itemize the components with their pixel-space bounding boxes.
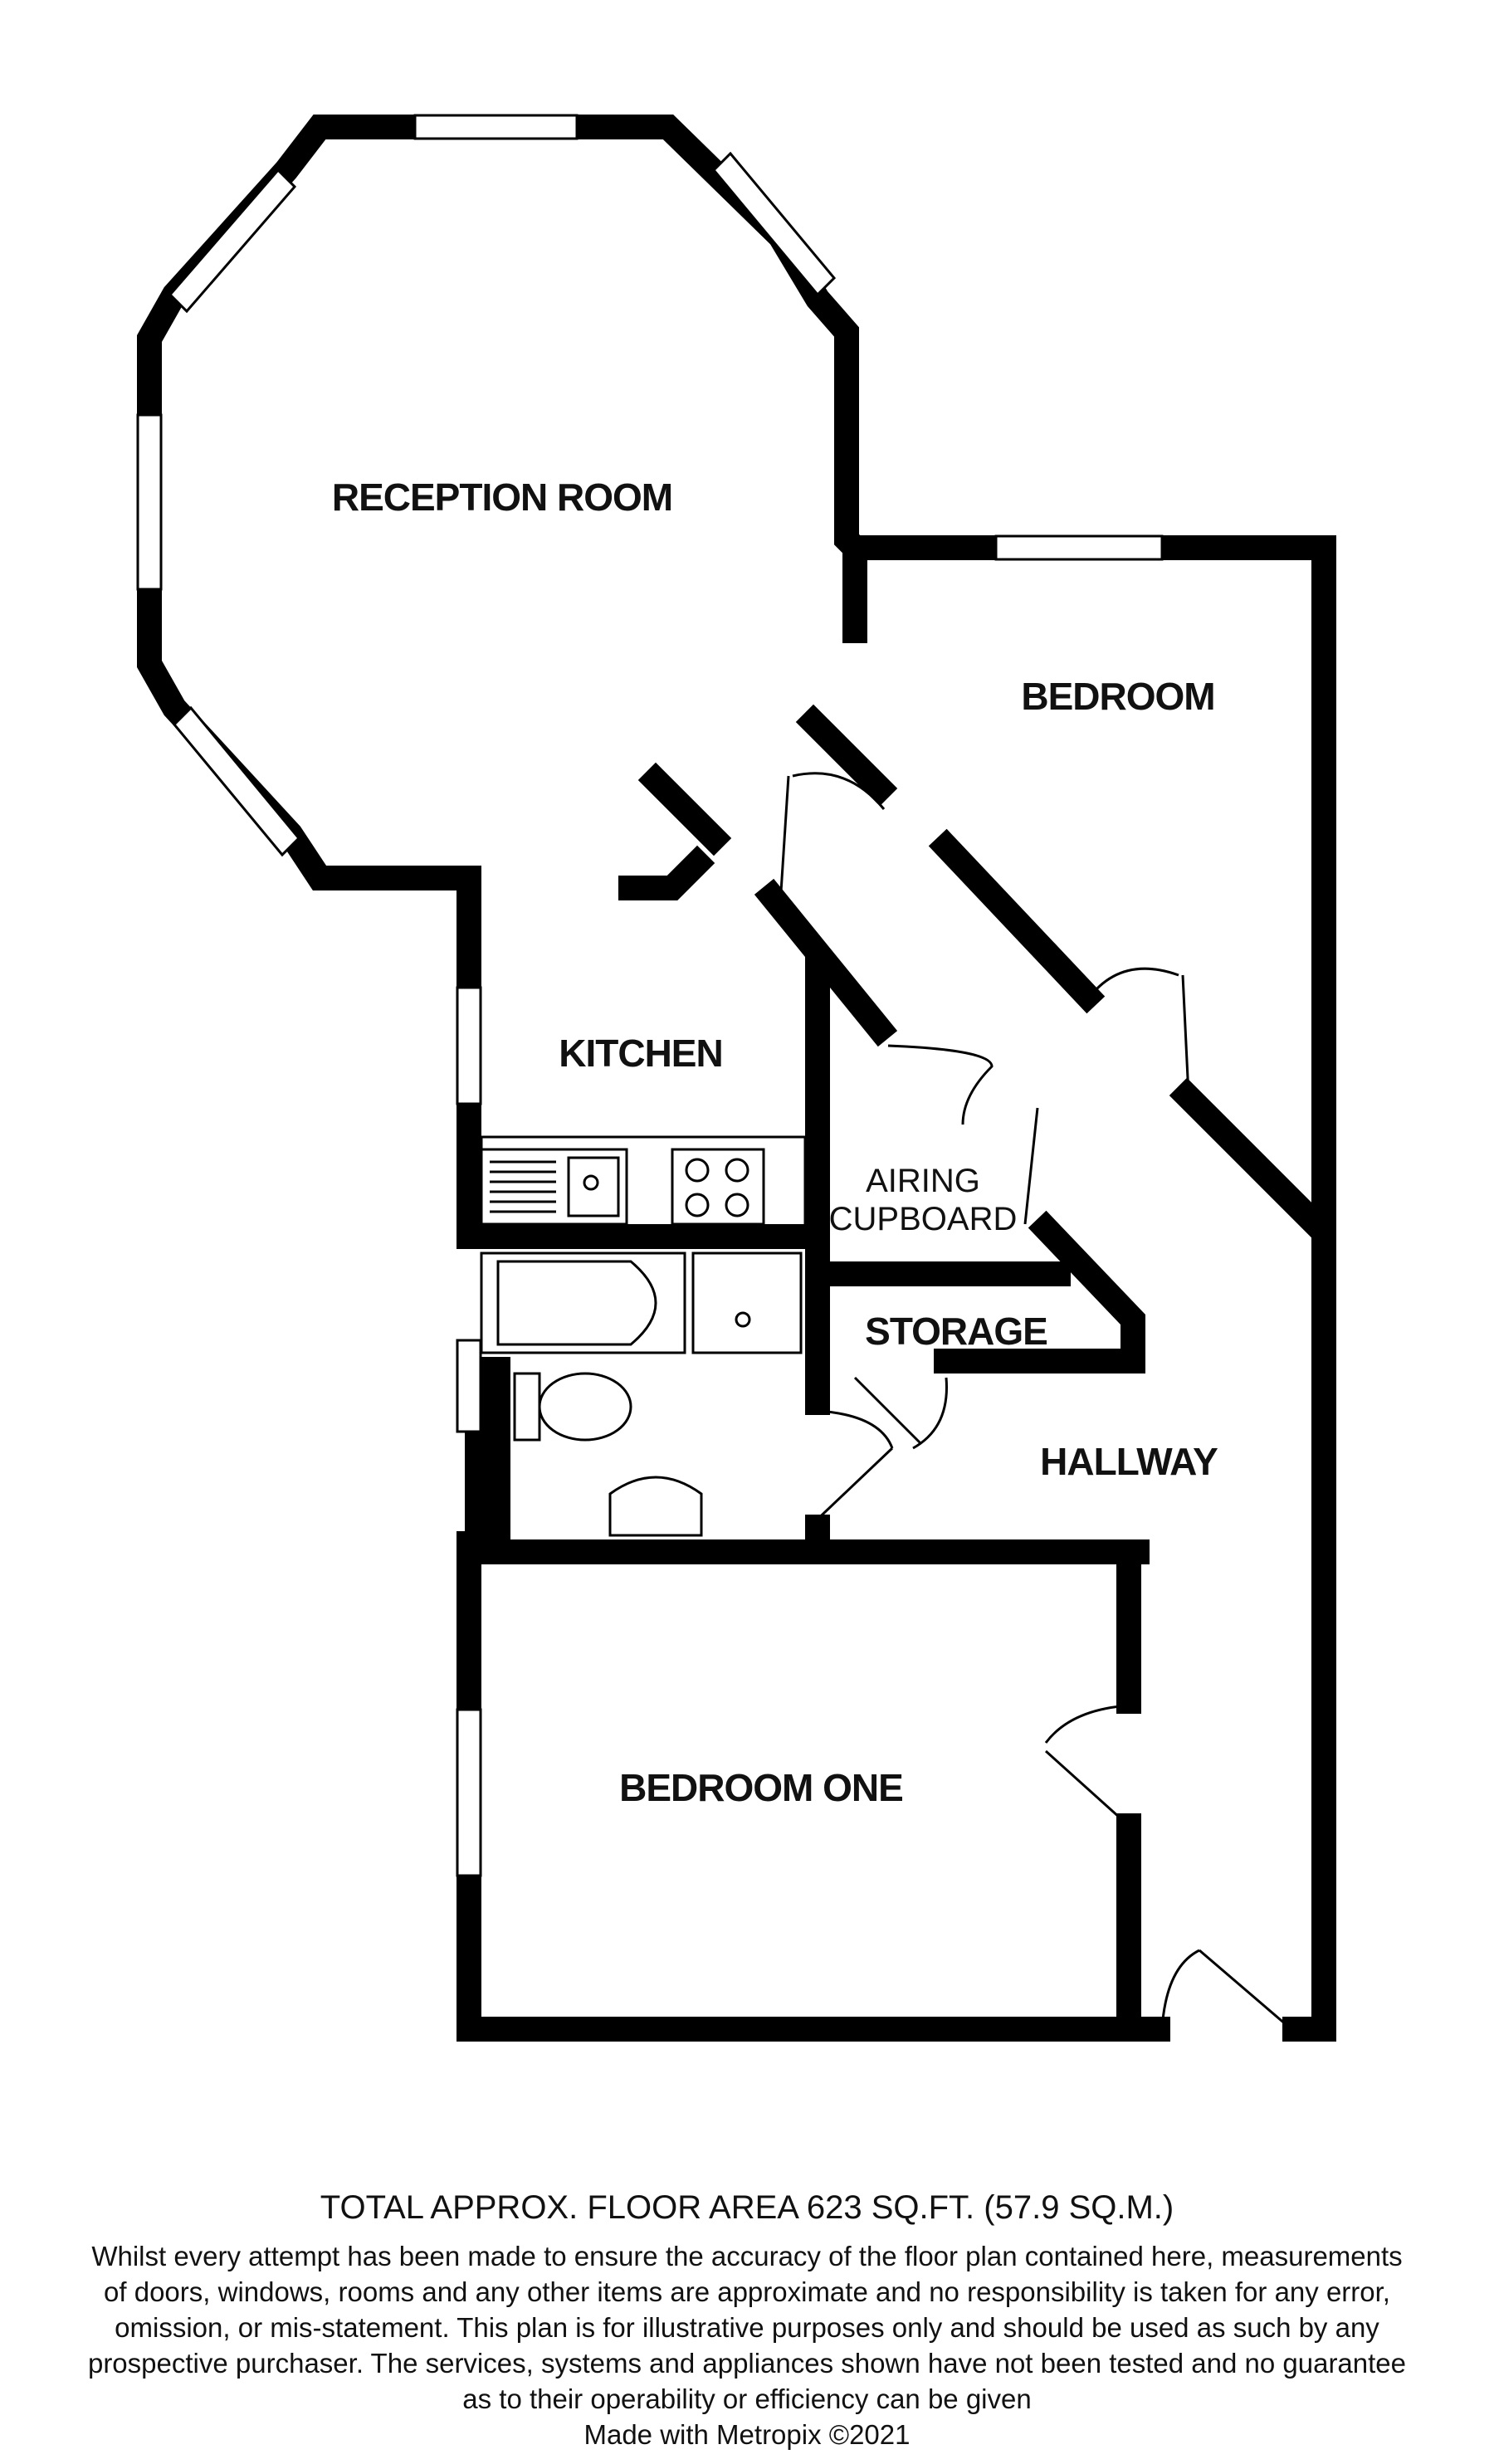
entrance-door-swing bbox=[1160, 1949, 1200, 2030]
reception-window-top-right bbox=[711, 151, 837, 297]
made-with-credit: Made with Metropix ©2021 bbox=[583, 2419, 911, 2450]
bedroom-one-door-leaf bbox=[1044, 1749, 1130, 1827]
bathroom-room bbox=[456, 1252, 1150, 1564]
bedroom-room bbox=[779, 534, 1336, 1238]
label-kitchen: KITCHEN bbox=[559, 1032, 722, 1075]
bedroom-door-swing-2 bbox=[792, 772, 886, 810]
kitchen-drainer-lines bbox=[490, 1160, 556, 1213]
bathroom-door-swing bbox=[817, 1409, 894, 1449]
bedroom-window bbox=[994, 534, 1164, 561]
toilet-cistern bbox=[513, 1372, 541, 1442]
reception-window-bottom-left bbox=[172, 705, 301, 857]
bedroom-one-room bbox=[456, 1531, 1170, 2042]
bathroom-window bbox=[456, 1339, 482, 1433]
bathroom-door-leaf bbox=[808, 1447, 894, 1529]
disclaimer-line: Whilst every attempt has been made to en… bbox=[91, 2241, 1403, 2271]
bedroom-one-window bbox=[456, 1708, 482, 1877]
bath-basin bbox=[496, 1260, 657, 1346]
bedroom-outer-wall bbox=[842, 535, 1336, 1224]
kitchen-hob bbox=[671, 1148, 765, 1226]
disclaimer-line: as to their operability or efficiency ca… bbox=[462, 2383, 1032, 2414]
label-bedroom-one: BEDROOM ONE bbox=[619, 1766, 903, 1809]
bedroom-hall-wall bbox=[1169, 1077, 1330, 1238]
disclaimer-line: of doors, windows, rooms and any other i… bbox=[104, 2276, 1390, 2307]
kitchen-sink-drain bbox=[583, 1174, 599, 1191]
toilet-bowl bbox=[538, 1372, 632, 1442]
washbasin bbox=[608, 1476, 703, 1537]
bath-sink-unit bbox=[691, 1252, 803, 1354]
label-hallway: HALLWAY bbox=[1040, 1440, 1218, 1483]
bedroom-door-leaf-2 bbox=[779, 775, 790, 905]
label-bedroom: BEDROOM bbox=[1021, 675, 1214, 718]
total-floor-area: TOTAL APPROX. FLOOR AREA 623 SQ.FT. (57.… bbox=[320, 2189, 1174, 2226]
storage-wall bbox=[934, 1210, 1145, 1373]
label-airing-line2: CUPBOARD bbox=[829, 1201, 1018, 1237]
bath-sink-drain bbox=[735, 1311, 751, 1328]
bedroom-diagonal-wall bbox=[795, 704, 898, 807]
reception-window-top bbox=[413, 114, 579, 140]
disclaimer-line: prospective purchaser. The services, sys… bbox=[87, 2348, 1407, 2379]
label-reception-room: RECEPTION ROOM bbox=[332, 476, 672, 519]
bedroom-door-swing bbox=[1086, 967, 1179, 1001]
airing-door-leaf bbox=[1023, 1107, 1039, 1225]
label-airing-line1: AIRING bbox=[866, 1163, 980, 1199]
storage-door-swing bbox=[912, 1377, 948, 1450]
label-storage: STORAGE bbox=[865, 1310, 1047, 1353]
reception-kitchen-stub bbox=[618, 845, 715, 900]
entrance-door-leaf bbox=[1199, 1949, 1287, 2027]
floor-plan: RECEPTION ROOM BEDROOM KITCHEN AIRING CU… bbox=[136, 114, 1336, 2042]
bedroom-one-door-swing bbox=[1044, 1704, 1130, 1744]
disclaimer: Whilst every attempt has been made to en… bbox=[4, 2238, 1490, 2417]
bedroom-diagonal-wall-2 bbox=[928, 828, 1106, 1014]
kitchen-right-diagonal bbox=[637, 762, 732, 856]
reception-window-left bbox=[136, 413, 163, 591]
kitchen-window bbox=[456, 986, 482, 1105]
airing-cupboard bbox=[805, 1044, 1145, 1373]
kitchen-room bbox=[456, 762, 898, 1390]
storage-door-leaf bbox=[853, 1376, 923, 1446]
reception-window-top-left bbox=[168, 168, 297, 314]
kitchen-hob-rings bbox=[685, 1158, 749, 1217]
plan-footer: TOTAL APPROX. FLOOR AREA 623 SQ.FT. (57.… bbox=[0, 2189, 1494, 2452]
hallway bbox=[1160, 1199, 1336, 2042]
bedroom-one-outer-wall bbox=[456, 1531, 1170, 2042]
airing-door-swing bbox=[887, 1044, 994, 1125]
reception-room bbox=[136, 114, 867, 900]
disclaimer-line: omission, or mis-statement. This plan is… bbox=[115, 2312, 1379, 2343]
bedroom-door-leaf bbox=[1181, 974, 1190, 1096]
